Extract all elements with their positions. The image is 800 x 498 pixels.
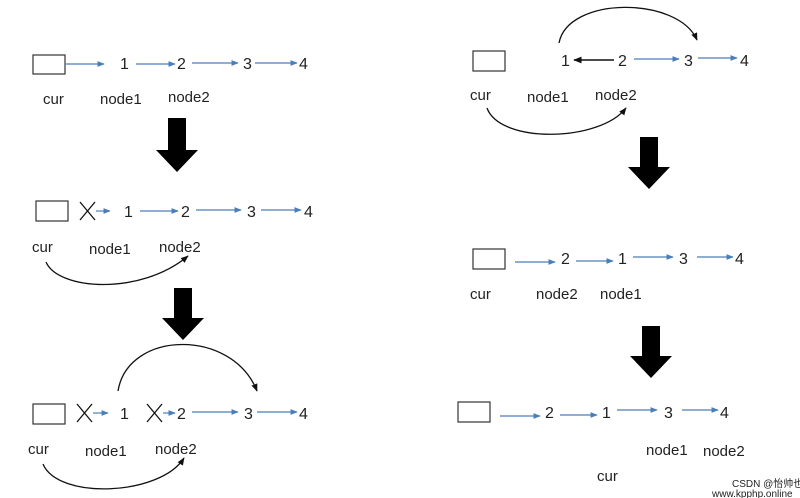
cut-mark [79, 201, 96, 221]
pointer-label-node2: node2 [168, 89, 210, 106]
cut-mark [76, 403, 93, 423]
node-value: 4 [304, 204, 313, 221]
pointer-label-node1: node1 [646, 442, 688, 459]
node-value: 3 [247, 204, 256, 221]
panel-step-3: 1 2 3 4 cur node1 node2 [470, 6, 749, 135]
pointer-label-node1: node1 [89, 241, 131, 258]
curved-arrow [558, 6, 698, 44]
dummy-node-box [457, 401, 491, 423]
pointer-label-cur: cur [32, 239, 53, 256]
node-value: 3 [679, 251, 688, 268]
pointer-label-node1: node1 [527, 89, 569, 106]
pointer-label-node2: node2 [159, 239, 201, 256]
node-value: 2 [181, 204, 190, 221]
pointer-label-node2: node2 [703, 443, 745, 460]
node-value: 2 [561, 251, 570, 268]
panel-step-4: 2 1 3 4 cur node2 node1 [470, 248, 744, 303]
dummy-node-box [35, 200, 69, 222]
node-value: 4 [720, 405, 729, 422]
curved-arrow [486, 107, 627, 135]
step-arrow [630, 326, 672, 378]
step-arrow [628, 137, 670, 189]
pointer-label-cur: cur [470, 286, 491, 303]
pointer-label-node2: node2 [595, 87, 637, 104]
pointer-label-node1: node1 [85, 443, 127, 460]
node-value: 2 [177, 56, 186, 73]
watermark-text: CSDN @怡帅也 [732, 477, 800, 490]
node-value: 1 [561, 53, 570, 70]
pointer-label-cur: cur [28, 441, 49, 458]
node-value: 1 [618, 251, 627, 268]
panel-final: 2 1 3 4 node1 node2 cur [457, 401, 745, 485]
dummy-node-box [32, 54, 66, 75]
dummy-node-box [472, 248, 506, 270]
node-value: 2 [618, 53, 627, 70]
pointer-label-cur: cur [43, 91, 64, 108]
node-value: 2 [177, 406, 186, 423]
dummy-node-box [32, 403, 66, 425]
step-arrow [162, 288, 204, 340]
dummy-node-box [472, 50, 506, 72]
node-value: 3 [664, 405, 673, 422]
node-value: 4 [740, 53, 749, 70]
node-value: 4 [299, 406, 308, 423]
pointer-label-node1: node1 [100, 91, 142, 108]
curved-arrow [117, 343, 258, 392]
pointer-label-cur: cur [470, 87, 491, 104]
node-value: 1 [602, 405, 611, 422]
watermark-site: www.kpphp.online [711, 489, 793, 498]
node-value: 4 [299, 56, 308, 73]
cut-mark [146, 403, 163, 423]
pointer-label-node2: node2 [155, 441, 197, 458]
pointer-label-node2: node2 [536, 286, 578, 303]
pointer-label-node1: node1 [600, 286, 642, 303]
panel-initial: 1 2 3 4 cur node1 node2 [32, 54, 308, 108]
panel-step-2: 1 2 3 4 cur node1 node2 [28, 343, 308, 490]
pointer-label-cur: cur [597, 468, 618, 485]
curved-arrow [45, 255, 189, 286]
node-value: 1 [124, 204, 133, 221]
node-value: 3 [684, 53, 693, 70]
node-value: 4 [735, 251, 744, 268]
step-arrow [156, 118, 198, 172]
curved-arrow [42, 457, 185, 490]
node-value: 1 [120, 406, 129, 423]
node-value: 1 [120, 56, 129, 73]
node-value: 3 [243, 56, 252, 73]
panel-step-1: 1 2 3 4 cur node1 node2 [32, 200, 313, 286]
node-value: 2 [545, 405, 554, 422]
node-value: 3 [244, 406, 253, 423]
